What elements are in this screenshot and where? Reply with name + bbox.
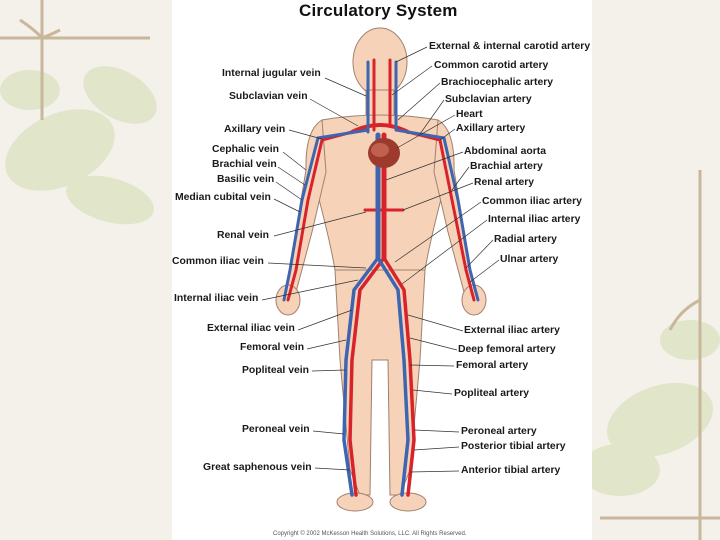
label-axillary-vein: Axillary vein <box>224 124 286 135</box>
label-heart: Heart <box>456 109 483 120</box>
label-brachial-vein: Brachial vein <box>212 159 277 170</box>
label-internal-iliac-vein: Internal iliac vein <box>174 293 259 304</box>
diagram-title: Circulatory System <box>299 1 458 20</box>
label-basilic-vein: Basilic vein <box>217 174 275 185</box>
label-common-iliac-artery: Common iliac artery <box>482 196 582 207</box>
label-common-carotid-artery: Common carotid artery <box>434 60 549 71</box>
label-popliteal-artery: Popliteal artery <box>454 388 530 399</box>
common-iliac-artery-left <box>348 256 386 497</box>
background-vine-right <box>600 170 720 540</box>
heart-shape <box>368 138 400 168</box>
label-brachial-artery: Brachial artery <box>470 161 543 172</box>
leader-lines <box>261 46 500 473</box>
label-femoral-vein: Femoral vein <box>240 342 305 353</box>
label-subclavian-vein: Subclavian vein <box>229 91 308 102</box>
copyright-notice: Copyright © 2002 McKesson Health Solutio… <box>273 531 467 537</box>
label-peroneal-vein: Peroneal vein <box>242 424 310 435</box>
background-leaf-cluster-right <box>580 320 720 496</box>
label-abdominal-aorta: Abdominal aorta <box>464 146 546 157</box>
label-popliteal-vein: Popliteal vein <box>242 365 309 376</box>
subclavian-artery-left <box>286 130 354 302</box>
label-external-internal-carotid-artery: External & internal carotid artery <box>429 41 591 52</box>
background-vine-left <box>0 0 150 120</box>
iliac-vein-left <box>342 256 380 497</box>
label-posterior-tibial-artery: Posterior tibial artery <box>461 441 566 452</box>
label-median-cubital-vein: Median cubital vein <box>175 192 271 203</box>
label-deep-femoral-artery: Deep femoral artery <box>458 344 556 355</box>
label-great-saphenous-vein: Great saphenous vein <box>203 462 312 473</box>
label-external-iliac-vein: External iliac vein <box>207 323 295 334</box>
label-subclavian-artery: Subclavian artery <box>445 94 532 105</box>
label-common-iliac-vein: Common iliac vein <box>172 256 264 267</box>
background-leaf-cluster-left <box>0 66 157 225</box>
iliac-vein-right <box>376 256 410 497</box>
label-radial-artery: Radial artery <box>494 234 557 245</box>
label-femoral-artery: Femoral artery <box>456 360 529 371</box>
label-anterior-tibial-artery: Anterior tibial artery <box>461 465 561 476</box>
label-renal-artery: Renal artery <box>474 177 535 188</box>
common-iliac-artery-right <box>382 256 416 497</box>
label-external-iliac-artery: External iliac artery <box>464 325 560 336</box>
label-peroneal-artery: Peroneal artery <box>461 426 537 437</box>
subclavian-artery-right <box>406 130 476 302</box>
label-axillary-artery: Axillary artery <box>456 123 526 134</box>
label-brachiocephalic-artery: Brachiocephalic artery <box>441 77 554 88</box>
label-internal-iliac-artery: Internal iliac artery <box>488 214 581 225</box>
label-ulnar-artery: Ulnar artery <box>500 254 559 265</box>
label-internal-jugular-vein: Internal jugular vein <box>222 68 321 79</box>
label-cephalic-vein: Cephalic vein <box>212 144 279 155</box>
label-renal-vein: Renal vein <box>217 230 269 241</box>
